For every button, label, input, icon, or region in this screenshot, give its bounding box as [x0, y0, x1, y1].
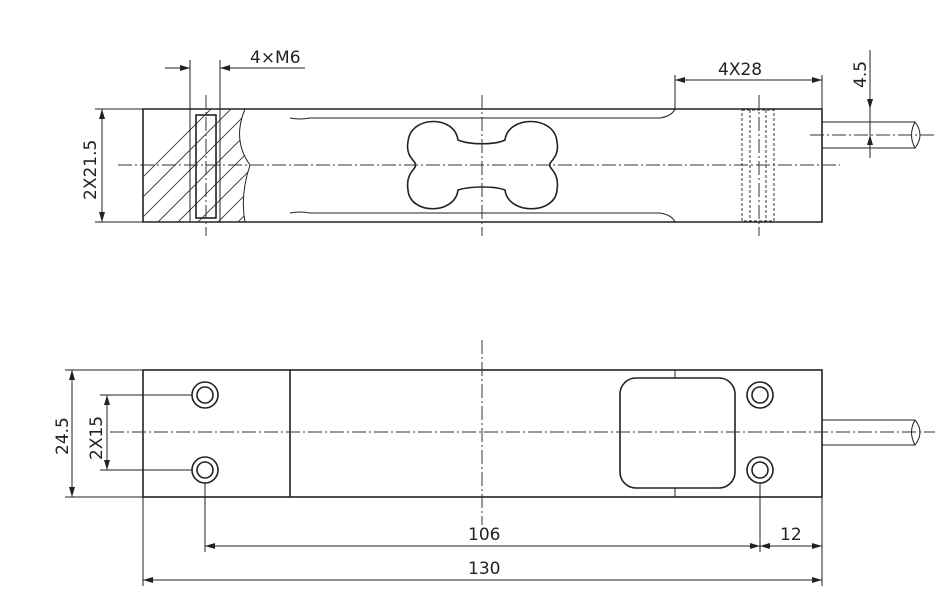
dim-hole-spacing: 2X15 — [87, 416, 107, 460]
top-view: 4×M6 4X28 4.5 2X21.5 — [81, 48, 935, 236]
bending-beam-cutout — [406, 120, 559, 210]
bottom-view: 106 12 130 24.5 2X15 — [53, 340, 935, 586]
dim-thread: 4×M6 — [250, 48, 301, 68]
dim-hole-distance: 106 — [468, 525, 500, 545]
dim-hole-pitch: 4X28 — [718, 60, 762, 80]
dim-end-offset: 12 — [780, 525, 802, 545]
dim-height: 2X21.5 — [81, 140, 101, 200]
strain-gauge-cover — [619, 377, 736, 489]
dim-total-length: 130 — [468, 559, 500, 579]
dim-width: 24.5 — [53, 417, 73, 455]
dim-cable-offset: 4.5 — [851, 61, 871, 88]
